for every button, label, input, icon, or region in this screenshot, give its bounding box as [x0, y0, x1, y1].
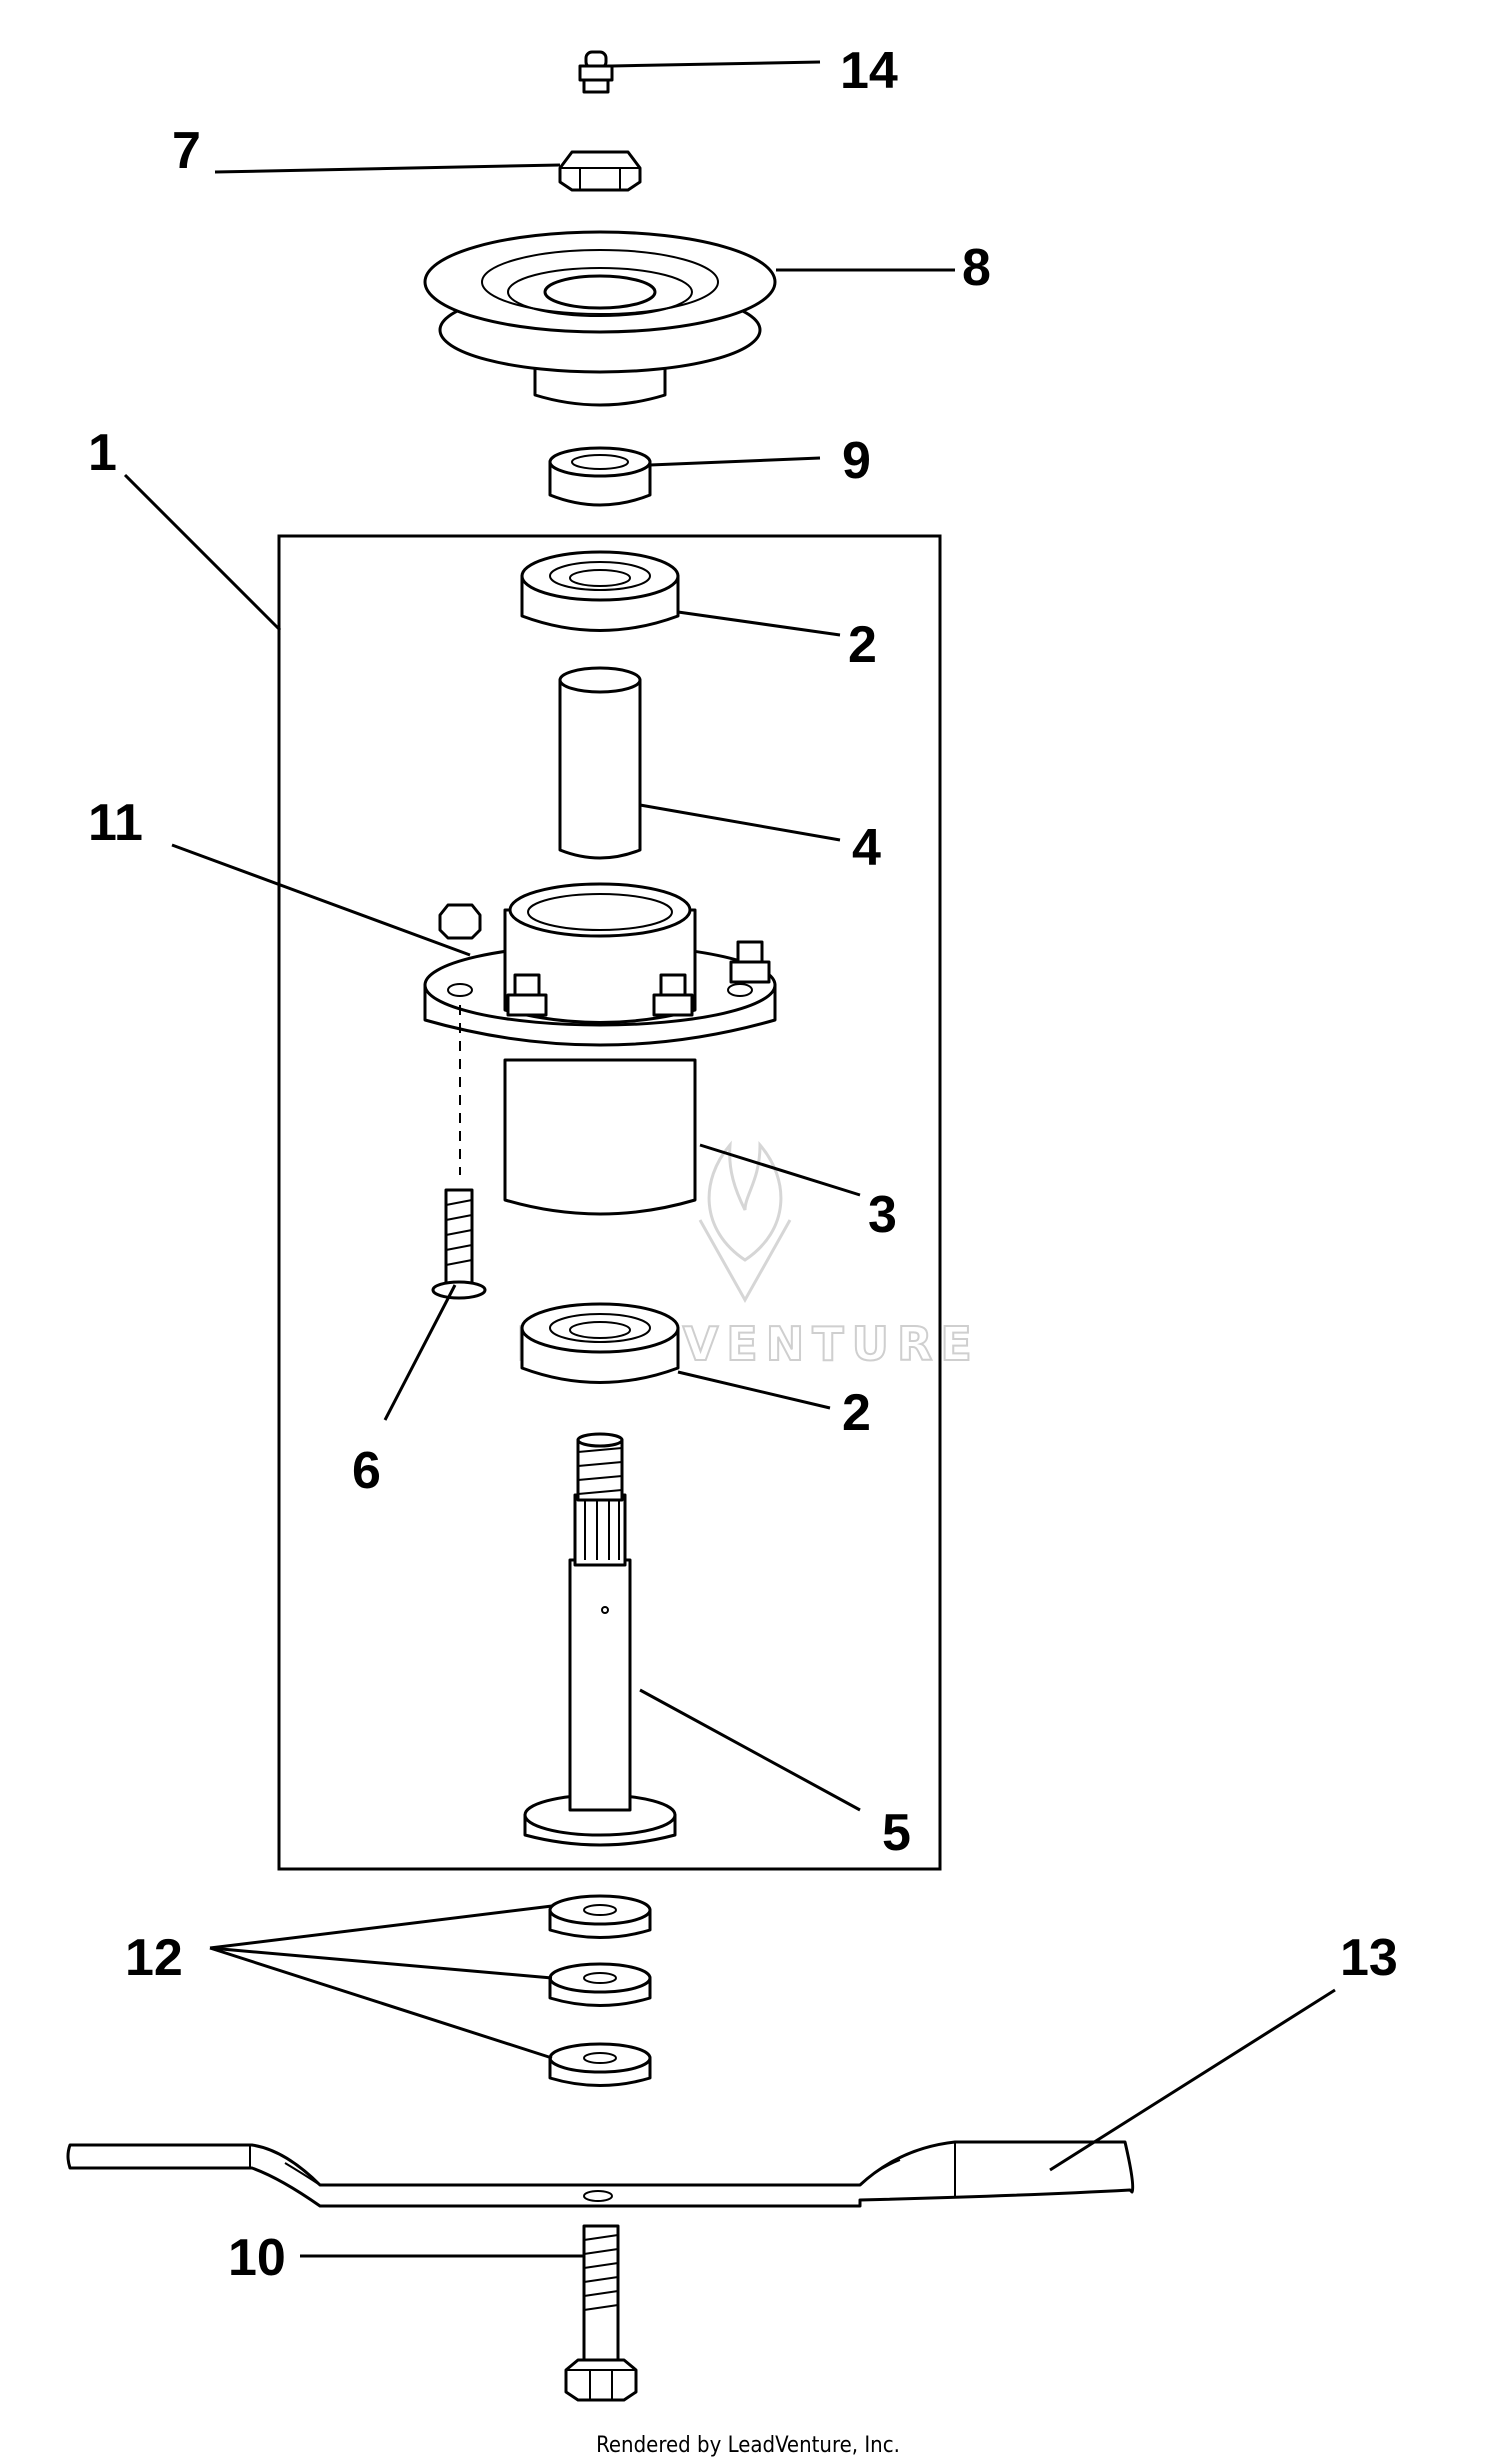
callout-3: 3 — [868, 1186, 897, 1244]
callout-5: 5 — [882, 1804, 911, 1862]
footer-credit: Rendered by LeadVenture, Inc. — [596, 2433, 900, 2458]
bearing-top-part — [520, 550, 680, 632]
washers-part — [548, 1894, 652, 2087]
hex-nut-part — [558, 150, 642, 192]
callout-labels: 14 7 8 1 9 2 11 4 3 6 2 5 12 13 10 — [88, 42, 1398, 2287]
carriage-bolt-part — [431, 1188, 487, 1300]
callout-1: 1 — [88, 424, 117, 482]
spacer-part — [548, 446, 652, 507]
callout-4: 4 — [852, 819, 881, 877]
callout-12: 12 — [125, 1929, 183, 1987]
callout-13: 13 — [1340, 1929, 1398, 1987]
callout-8: 8 — [962, 239, 991, 297]
pulley-part — [423, 230, 777, 407]
spindle-assembly-frame — [277, 534, 942, 1871]
grease-fitting-part — [578, 50, 614, 94]
callout-7: 7 — [172, 122, 201, 180]
bearing-bottom-part — [520, 1302, 680, 1384]
spindle-housing-part — [423, 882, 777, 1216]
leader-lines — [123, 60, 1336, 2258]
mower-blade-part — [66, 2140, 1135, 2208]
sleeve-part — [558, 666, 642, 860]
callout-11: 11 — [88, 794, 143, 852]
blade-bolt-part — [564, 2224, 638, 2402]
callout-10: 10 — [228, 2229, 286, 2287]
callout-9: 9 — [842, 432, 871, 490]
spindle-shaft-part — [523, 1432, 677, 1847]
callout-2-top: 2 — [848, 616, 877, 674]
callout-6: 6 — [352, 1442, 381, 1500]
callout-14: 14 — [840, 42, 898, 100]
callout-2-bottom: 2 — [842, 1384, 871, 1442]
